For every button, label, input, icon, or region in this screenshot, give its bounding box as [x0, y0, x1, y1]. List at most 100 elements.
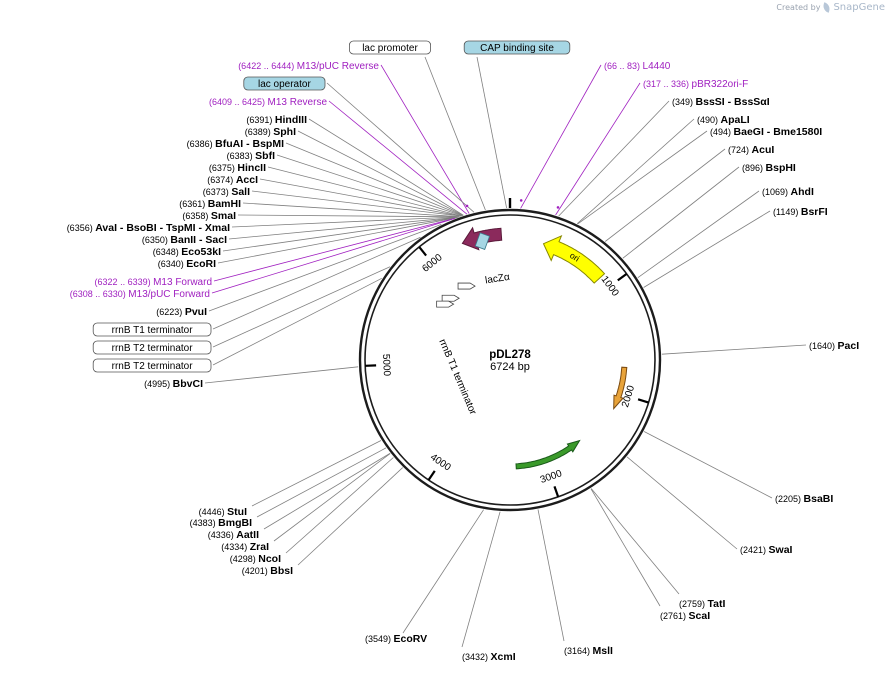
site-label-cap-binding-site[interactable]: CAP binding site — [463, 40, 571, 55]
label-position: (4201) — [242, 566, 271, 576]
label-text: (6375) HincII — [209, 162, 266, 174]
site-label-ecori[interactable]: (6340) EcoRI — [158, 258, 216, 270]
site-label-bsssi[interactable]: (349) BssSI - BssSαI — [672, 96, 770, 108]
label-box — [92, 340, 212, 355]
label-name: MslI — [593, 645, 614, 657]
site-label-rrnb-t1-terminator[interactable]: rrnB T1 terminator — [92, 322, 212, 337]
label-text: lac operator — [258, 79, 311, 90]
label-name: AvaI - BsoBI - TspMI - XmaI — [95, 222, 230, 234]
label-position: (6308 .. 6330) — [70, 289, 129, 299]
site-label-apali[interactable]: (490) ApaLI — [697, 114, 750, 126]
label-position: (4995) — [144, 379, 173, 389]
site-label-sphi[interactable]: (6389) SphI — [245, 126, 296, 138]
label-name: SmaI — [211, 210, 236, 222]
label-position: (490) — [697, 115, 721, 125]
site-label-smai[interactable]: (6358) SmaI — [182, 210, 236, 222]
site-label-msli[interactable]: (3164) MslI — [564, 645, 613, 657]
label-name: EcoRI — [186, 258, 216, 270]
label-text: (6374) AccI — [207, 174, 258, 186]
site-label-lac-operator[interactable]: lac operator — [243, 76, 326, 91]
leader-line — [476, 56, 507, 209]
label-text: (6350) BanII - SacI — [142, 234, 227, 246]
site-label-banii[interactable]: (6350) BanII - SacI — [142, 234, 227, 246]
site-label-bfuai[interactable]: (6386) BfuAI - BspMI — [187, 138, 284, 150]
label-position: (6356) — [67, 223, 96, 233]
label-text: CAP binding site — [480, 43, 554, 54]
site-label-acci[interactable]: (6374) AccI — [207, 174, 258, 186]
leader-line — [212, 277, 382, 366]
label-name: AatII — [236, 529, 259, 541]
label-name: SbfI — [255, 150, 275, 162]
site-label-sbfi[interactable]: (6383) SbfI — [227, 150, 275, 162]
label-name: EcoRV — [394, 633, 428, 645]
credit-brand: SnapGene — [833, 2, 885, 13]
label-text: (6409 .. 6425) M13 Reverse — [209, 97, 327, 108]
gene-green-arrow — [515, 439, 581, 470]
site-label-bbsi[interactable]: (4201) BbsI — [242, 565, 293, 577]
site-label-bsrfi[interactable]: (1149) BsrFI — [773, 206, 828, 218]
site-label-m13-puc-forward[interactable]: (6308 .. 6330) M13/pUC Forward — [70, 289, 210, 300]
site-label-avai[interactable]: (6356) AvaI - BsoBI - TspMI - XmaI — [67, 222, 230, 234]
site-label-baegi[interactable]: (494) BaeGI - Bme1580I — [710, 126, 822, 138]
tick-mark — [418, 246, 427, 257]
site-label-bmgbi[interactable]: (4383) BmgBI — [190, 517, 252, 529]
label-position: (6361) — [179, 199, 208, 209]
label-text: (317 .. 336) pBR322ori-F — [643, 79, 748, 90]
label-text: (1069) AhdI — [762, 186, 814, 198]
site-label-bsabi[interactable]: (2205) BsaBI — [775, 493, 833, 505]
site-label-ncoi[interactable]: (4298) NcoI — [230, 553, 281, 565]
label-text: (6358) SmaI — [182, 210, 236, 222]
site-label-tati[interactable]: (2759) TatI — [679, 598, 726, 610]
site-label-aatii[interactable]: (4336) AatII — [208, 529, 259, 541]
site-label-rrnb-t2-terminator[interactable]: rrnB T2 terminator — [92, 358, 212, 373]
site-label-ahdi[interactable]: (1069) AhdI — [762, 186, 814, 198]
label-text: (349) BssSI - BssSαI — [672, 96, 770, 108]
site-label-acui[interactable]: (724) AcuI — [728, 144, 774, 156]
terminator-glyph — [441, 294, 460, 302]
tick-mark — [637, 398, 649, 404]
site-label-pbr322ori-f[interactable]: (317 .. 336) pBR322ori-F — [643, 79, 748, 90]
site-label-bbvci[interactable]: (4995) BbvCI — [144, 378, 203, 390]
site-label-xcmi[interactable]: (3432) XcmI — [462, 651, 516, 663]
leader-line — [590, 488, 680, 595]
label-position: (6373) — [203, 187, 232, 197]
leader-line — [204, 366, 359, 384]
label-text: (6308 .. 6330) M13/pUC Forward — [70, 289, 210, 300]
site-label-bamhi[interactable]: (6361) BamHI — [179, 198, 241, 210]
site-label-m13-puc-reverse[interactable]: (6422 .. 6444) M13/pUC Reverse — [238, 61, 379, 72]
label-position: (6409 .. 6425) — [209, 97, 268, 107]
site-label-scai[interactable]: (2761) ScaI — [660, 610, 710, 622]
label-text: (2421) SwaI — [740, 544, 793, 556]
leader-line — [285, 457, 394, 554]
site-label-lac-promoter[interactable]: lac promoter — [348, 40, 431, 55]
leader-line — [237, 214, 460, 218]
site-label-pvui[interactable]: (6223) PvuI — [156, 306, 207, 318]
label-text: (6322 .. 6339) M13 Forward — [95, 277, 212, 288]
label-name: AcuI — [752, 144, 775, 156]
label-text: (6383) SbfI — [227, 150, 275, 162]
site-label-rrnb-t2-terminator[interactable]: rrnB T2 terminator — [92, 340, 212, 355]
site-label-sali[interactable]: (6373) SalI — [203, 186, 250, 198]
label-name: TatI — [708, 598, 726, 610]
label-position: (6374) — [207, 175, 236, 185]
site-label-zrai[interactable]: (4334) ZraI — [221, 541, 269, 553]
site-label-ecorv[interactable]: (3549) EcoRV — [365, 633, 427, 645]
label-text: (724) AcuI — [728, 144, 774, 156]
site-label-eco53ki[interactable]: (6348) Eco53kI — [153, 246, 221, 258]
site-label-l4440[interactable]: (66 .. 83) L4440 — [604, 61, 671, 72]
label-name: M13/pUC Forward — [128, 289, 210, 300]
label-name: BbvCI — [173, 378, 203, 390]
site-label-paci[interactable]: (1640) PacI — [809, 340, 859, 352]
site-label-hincii[interactable]: (6375) HincII — [209, 162, 266, 174]
site-label-stui[interactable]: (4446) StuI — [199, 506, 247, 518]
site-label-m13-reverse[interactable]: (6409 .. 6425) M13 Reverse — [209, 97, 327, 108]
site-label-m13-forward[interactable]: (6322 .. 6339) M13 Forward — [95, 277, 212, 288]
label-name: BbsI — [270, 565, 293, 577]
label-name: PvuI — [185, 306, 207, 318]
label-position: (4334) — [221, 542, 250, 552]
site-label-hindiii[interactable]: (6391) HindIII — [246, 114, 307, 126]
site-label-bsphi[interactable]: (896) BspHI — [742, 162, 796, 174]
label-position: (4298) — [230, 554, 259, 564]
site-label-swai[interactable]: (2421) SwaI — [740, 544, 793, 556]
label-name: Eco53kI — [181, 246, 221, 258]
